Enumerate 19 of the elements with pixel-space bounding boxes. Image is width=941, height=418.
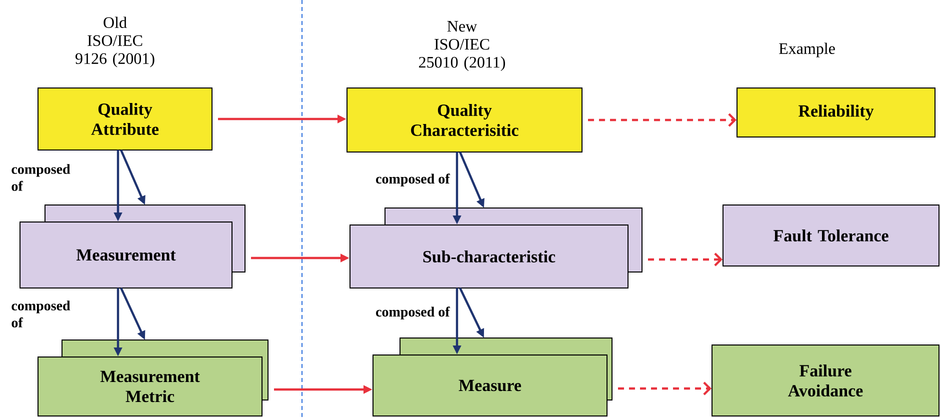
arrow bbox=[588, 113, 737, 127]
process-box: Failure Avoidance bbox=[712, 344, 940, 416]
process-box: Quality Characterisitic bbox=[346, 88, 582, 152]
edge-label: composed of bbox=[374, 306, 451, 320]
stacked-box: Measurement Metric bbox=[38, 340, 268, 416]
column-heading: Example bbox=[779, 42, 835, 58]
process-box: Fault Tolerance bbox=[722, 204, 940, 266]
process-box: Reliability bbox=[736, 88, 936, 138]
column-heading: Old ISO/IEC 9126 (2001) bbox=[76, 16, 154, 68]
stacked-box: Measure bbox=[372, 338, 612, 416]
column-heading: New ISO/IEC 25010 (2011) bbox=[419, 21, 506, 71]
edge-label: composed of bbox=[374, 172, 451, 188]
process-box: Quality Attribute bbox=[38, 88, 212, 150]
edge-label: composed of bbox=[10, 300, 74, 328]
arrow bbox=[648, 252, 723, 266]
stacked-box: Measurement bbox=[20, 204, 246, 288]
edge-label: composed of bbox=[10, 163, 74, 192]
stacked-box: Sub-characteristic bbox=[350, 208, 642, 288]
arrow bbox=[618, 382, 712, 396]
